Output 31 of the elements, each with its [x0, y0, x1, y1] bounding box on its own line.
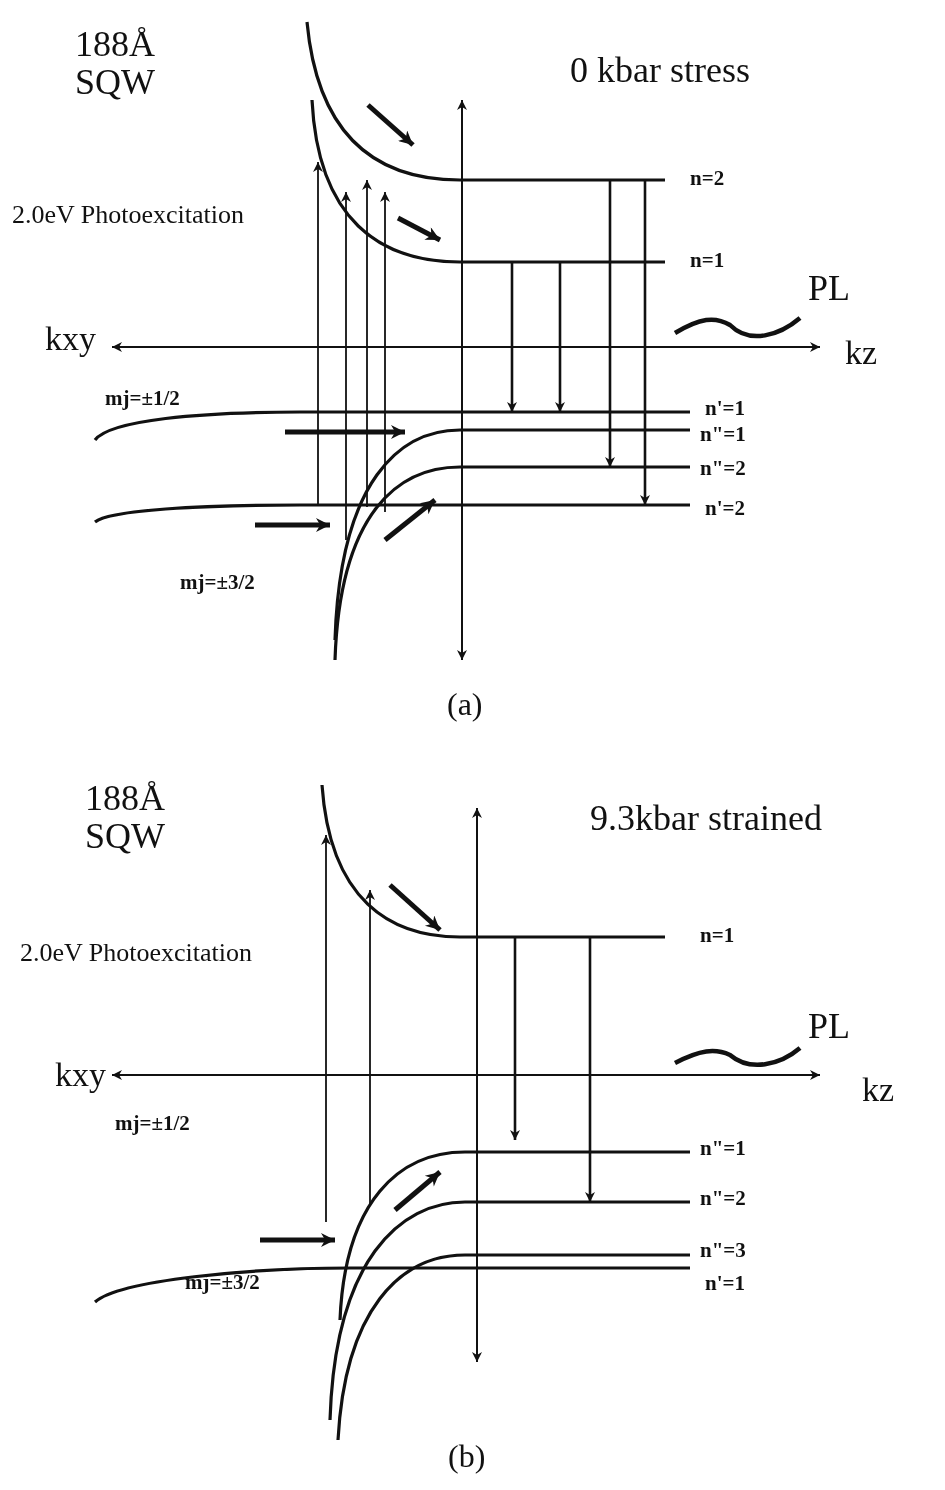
diagram-label: n=1 — [700, 925, 735, 946]
diagram-label: mj=±3/2 — [185, 1272, 260, 1293]
diagram-label: SQW — [85, 818, 165, 854]
diagram-label: n'=1 — [705, 398, 745, 419]
diagram-label: 0 kbar stress — [570, 52, 750, 88]
diagram-label: kz — [862, 1073, 895, 1107]
diagram-label: kxy — [45, 322, 96, 356]
diagram-label: SQW — [75, 64, 155, 100]
diagram-label: n"=1 — [700, 1138, 746, 1159]
diagram-label: kxy — [55, 1058, 106, 1092]
diagram-label: 9.3kbar strained — [590, 800, 822, 836]
diagram-label: n"=1 — [700, 424, 746, 445]
panel-label: (a) — [447, 688, 483, 720]
diagram-label: 188Å — [85, 780, 165, 816]
diagram-label: mj=±1/2 — [115, 1113, 190, 1134]
diagram-label: 2.0eV Photoexcitation — [12, 202, 246, 228]
diagram-label: PL — [808, 1008, 850, 1044]
diagram-label: n'=2 — [705, 498, 745, 519]
diagram-label: mj=±1/2 — [105, 388, 180, 409]
diagram-label: mj=±3/2 — [180, 572, 255, 593]
diagram-label: 188Å — [75, 26, 155, 62]
panel-label: (b) — [448, 1440, 486, 1472]
diagram-label: 2.0eV Photoexcitation — [20, 940, 254, 966]
diagram-label: n'=1 — [705, 1273, 745, 1294]
diagram-label: n=2 — [690, 168, 725, 189]
diagram-label: n"=2 — [700, 1188, 746, 1209]
diagram-label: n"=3 — [700, 1240, 746, 1261]
diagram-label: n=1 — [690, 250, 725, 271]
diagram-label: kz — [845, 336, 878, 370]
diagram-label: PL — [808, 270, 850, 306]
diagram-label: n"=2 — [700, 458, 746, 479]
